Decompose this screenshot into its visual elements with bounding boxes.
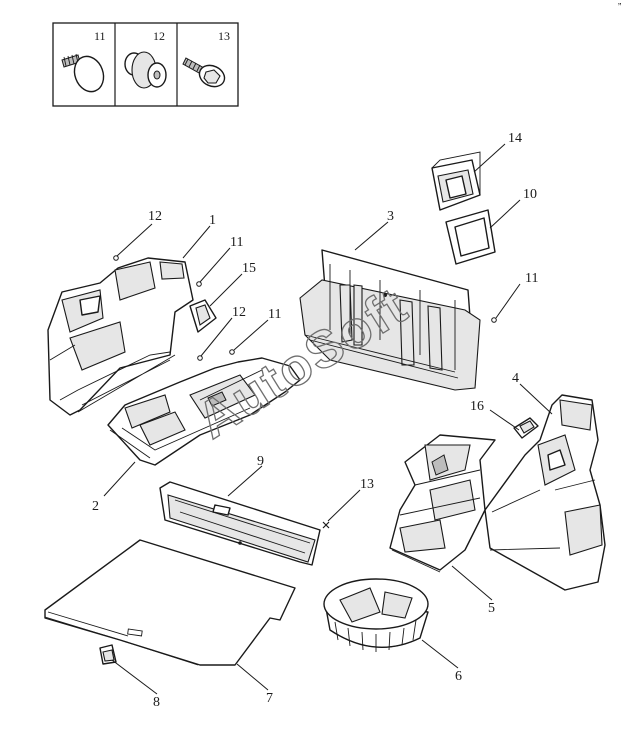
fastener-inset: 11 12 13 [52,22,239,107]
callout-numbers: 12 1 11 15 12 11 3 14 10 11 4 16 9 13 2 … [92,131,538,710]
callout-9: 9 [257,454,264,469]
part-1-left-side-trim [47,257,194,416]
part-14-switch-module [431,151,481,211]
part-8-clip [99,644,117,665]
part-2-left-floor-tray [107,357,301,466]
callout-2: 2 [92,499,99,514]
callout-1: 1 [209,213,216,228]
callout-15: 15 [242,261,256,276]
part-3-rear-panel [299,249,481,391]
push-clip-icon [61,53,105,93]
callout-11-upper: 11 [230,235,243,250]
retainer-clip-icon [124,51,167,89]
part-7-cargo-mat [44,539,296,666]
corner-mark: ” [618,2,621,13]
fastener-12-upper [113,255,119,261]
part-5-right-floor-tray [389,434,496,573]
leader-lines [103,143,553,695]
part-9-sill-plate [159,481,321,566]
inset-callout-13: 13 [218,29,230,43]
fastener-13-bolt [322,521,330,529]
fastener-11-lower [229,349,235,355]
fastener-11-upper [196,281,202,287]
fastener-12-lower [197,355,203,361]
callout-11-lower: 11 [268,307,281,322]
part-15-bracket [189,299,217,333]
callout-12-upper: 12 [148,209,162,224]
callout-5: 5 [488,601,495,616]
part-4-right-side-trim [484,394,606,591]
callout-10: 10 [523,187,537,202]
part-6-spare-wheel-tray [323,578,429,652]
callout-14: 14 [508,131,522,146]
callout-6: 6 [455,669,462,684]
callout-13: 13 [360,477,374,492]
callout-3: 3 [387,209,394,224]
part-10-frame [445,209,496,265]
callout-11-right: 11 [525,271,538,286]
flange-bolt-icon [182,57,226,88]
callout-7: 7 [266,691,273,706]
callout-4: 4 [512,371,519,386]
callout-16: 16 [470,399,484,414]
callout-12-lower: 12 [232,305,246,320]
fastener-11-right [491,317,497,323]
callout-8: 8 [153,695,160,710]
inset-callout-11: 11 [94,29,106,43]
part-16-clip [513,417,539,439]
inset-callout-12: 12 [153,29,165,43]
